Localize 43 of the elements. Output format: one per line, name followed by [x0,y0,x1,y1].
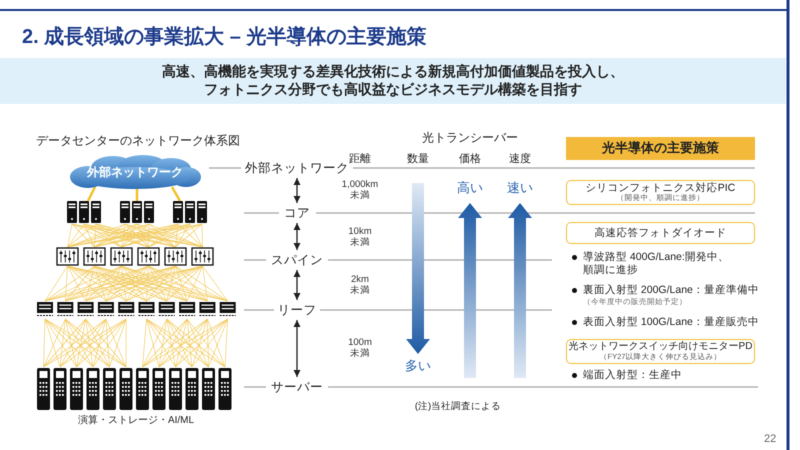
tier-label: 外部ネットワーク [245,160,349,176]
column-heading: 距離 [349,153,371,167]
connector-line [170,186,182,202]
bullet-text: 端面入射型：生産中 [583,369,682,382]
tier-label: リーフ [278,302,316,318]
illustration-caption: 演算・ストレージ・AI/ML [78,414,194,428]
double-arrow [294,270,300,300]
trend-label: 速い [507,180,533,196]
tier-label: コア [284,205,310,221]
connector-line [136,187,138,201]
double-arrow [294,320,300,377]
distance-label: 100m未満 [347,338,373,360]
bullet-text: 表面入射型 100G/Lane：量産販売中 [583,316,759,330]
box-title: 光ネットワークスイッチ向けモニターPD [568,341,752,352]
network-illustration [35,201,237,412]
initiative-box [566,180,755,205]
diagram-heading: データセンターのネットワーク体系図 [36,134,240,148]
bullet-text: 裏面入射型 200G/Lane：量産準備中 [583,284,759,298]
distance-label: 10km未満 [347,227,373,249]
column-group-heading: 光トランシーバー [422,130,518,146]
initiative-box [566,339,755,364]
tier-label: サーバー [271,379,323,395]
box-title: 高速応答フォトダイオード [594,226,726,240]
slide-title: 2. 成長領域の事業拡大 – 光半導体の主要施策 [22,24,426,50]
distance-label: 2km未満 [349,275,371,297]
bullet-text: 導波路型 400G/Lane:開発中、順調に進捗 [583,251,730,278]
trend-label: 多い [405,358,431,374]
distance-label: 1,000km未満 [342,180,378,202]
column-heading: 速度 [509,153,531,167]
trend-label: 高い [457,180,483,196]
section-header: 光半導体の主要施策 [566,137,755,160]
initiative-box [566,222,755,244]
column-heading: 数量 [407,153,429,167]
box-title: シリコンフォトニクス対応PIC [586,182,736,194]
tier-label: スパイン [271,252,323,268]
double-arrow [294,223,300,250]
column-heading: 価格 [459,153,481,167]
cloud-label: 外部ネットワーク [87,164,183,180]
double-arrow [294,178,300,203]
key-message: 高速、高機能を実現する差異化技術による新規高付加価値製品を投入し、フォトニクス分野でも高収益なビジネスモデル構築を目指す [0,58,786,104]
connector-line [86,186,96,202]
footnote: (注)当社調査による [414,401,502,413]
page-number: 22 [764,433,776,447]
